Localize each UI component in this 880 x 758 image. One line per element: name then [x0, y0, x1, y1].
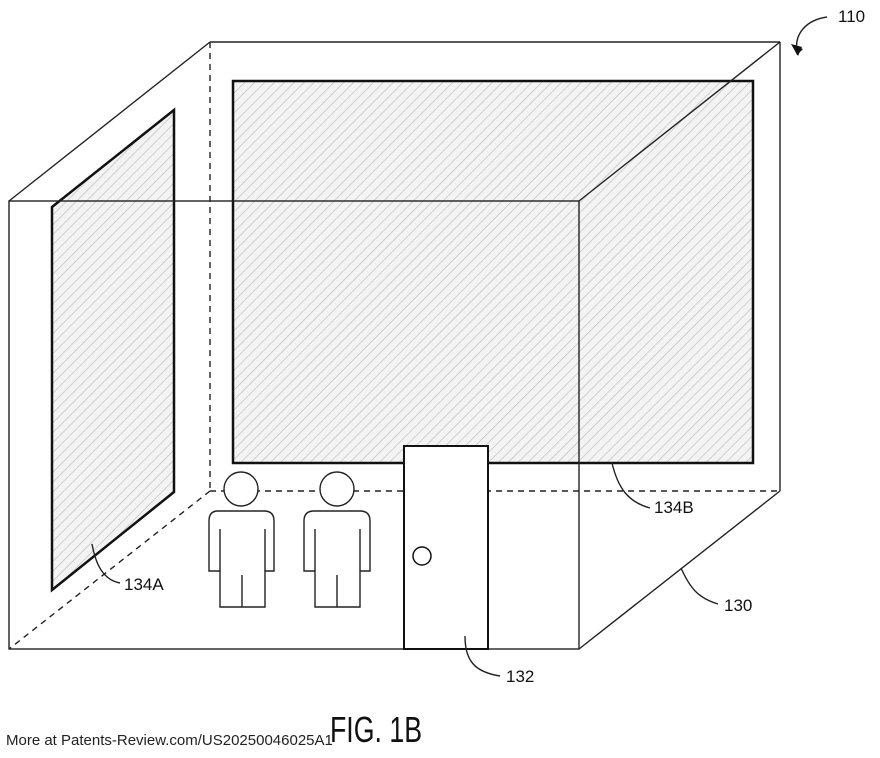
- rear-screen-134b: [233, 81, 753, 463]
- person-figure-2: [304, 472, 370, 607]
- arrowhead-110-tip: [791, 44, 802, 56]
- door-knob: [413, 547, 431, 565]
- person-figure-1: [209, 472, 274, 607]
- label-110: 110: [838, 7, 865, 26]
- label-134b: 134B: [654, 498, 694, 517]
- label-134a: 134A: [124, 575, 164, 594]
- label-130: 130: [724, 596, 752, 615]
- left-screen-134a: [52, 110, 174, 590]
- watermark-link-text: More at Patents-Review.com/US20250046025…: [6, 732, 333, 749]
- door-132: [404, 446, 488, 649]
- figure-caption: FIG. 1B: [330, 709, 422, 750]
- label-132: 132: [506, 667, 534, 686]
